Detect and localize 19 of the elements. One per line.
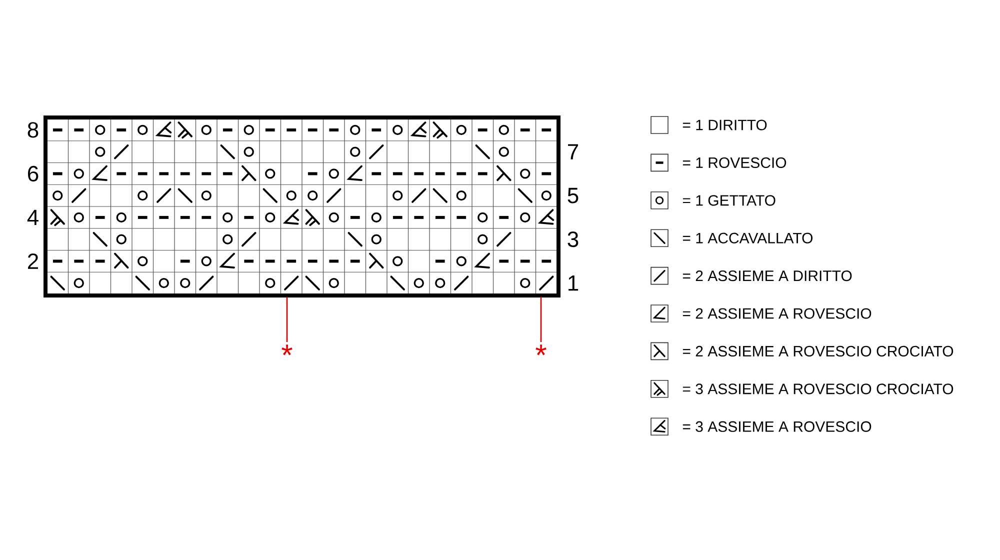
row-number: 7 bbox=[568, 144, 578, 160]
asterisk: * bbox=[536, 344, 546, 356]
legend-text: = 3 ASSIEME A ROVESCIO CROCIATO bbox=[682, 384, 954, 394]
row-number: 1 bbox=[568, 276, 578, 291]
asterisk: * bbox=[282, 344, 292, 356]
legend-text: = 1 ACCAVALLATO bbox=[682, 232, 812, 244]
legend-text: = 1 DIRITTO bbox=[682, 120, 767, 130]
legend-text: = 2 ASSIEME A ROVESCIO CROCIATO bbox=[682, 346, 954, 356]
row-number: 6 bbox=[28, 166, 38, 182]
legend-text: = 3 ASSIEME A ROVESCIO bbox=[682, 421, 872, 432]
row-number: 2 bbox=[28, 254, 38, 269]
row-number: 3 bbox=[568, 232, 578, 248]
legend-text: = 1 GETTATO bbox=[682, 195, 776, 206]
row-number: 4 bbox=[27, 210, 38, 225]
row-number: 8 bbox=[28, 122, 38, 138]
legend-text: = 1 ROVESCIO bbox=[682, 157, 786, 168]
legend-text: = 2 ASSIEME A ROVESCIO bbox=[682, 308, 872, 319]
row-number: 5 bbox=[568, 188, 578, 204]
legend-text: = 2 ASSIEME A DIRITTO bbox=[682, 270, 852, 282]
